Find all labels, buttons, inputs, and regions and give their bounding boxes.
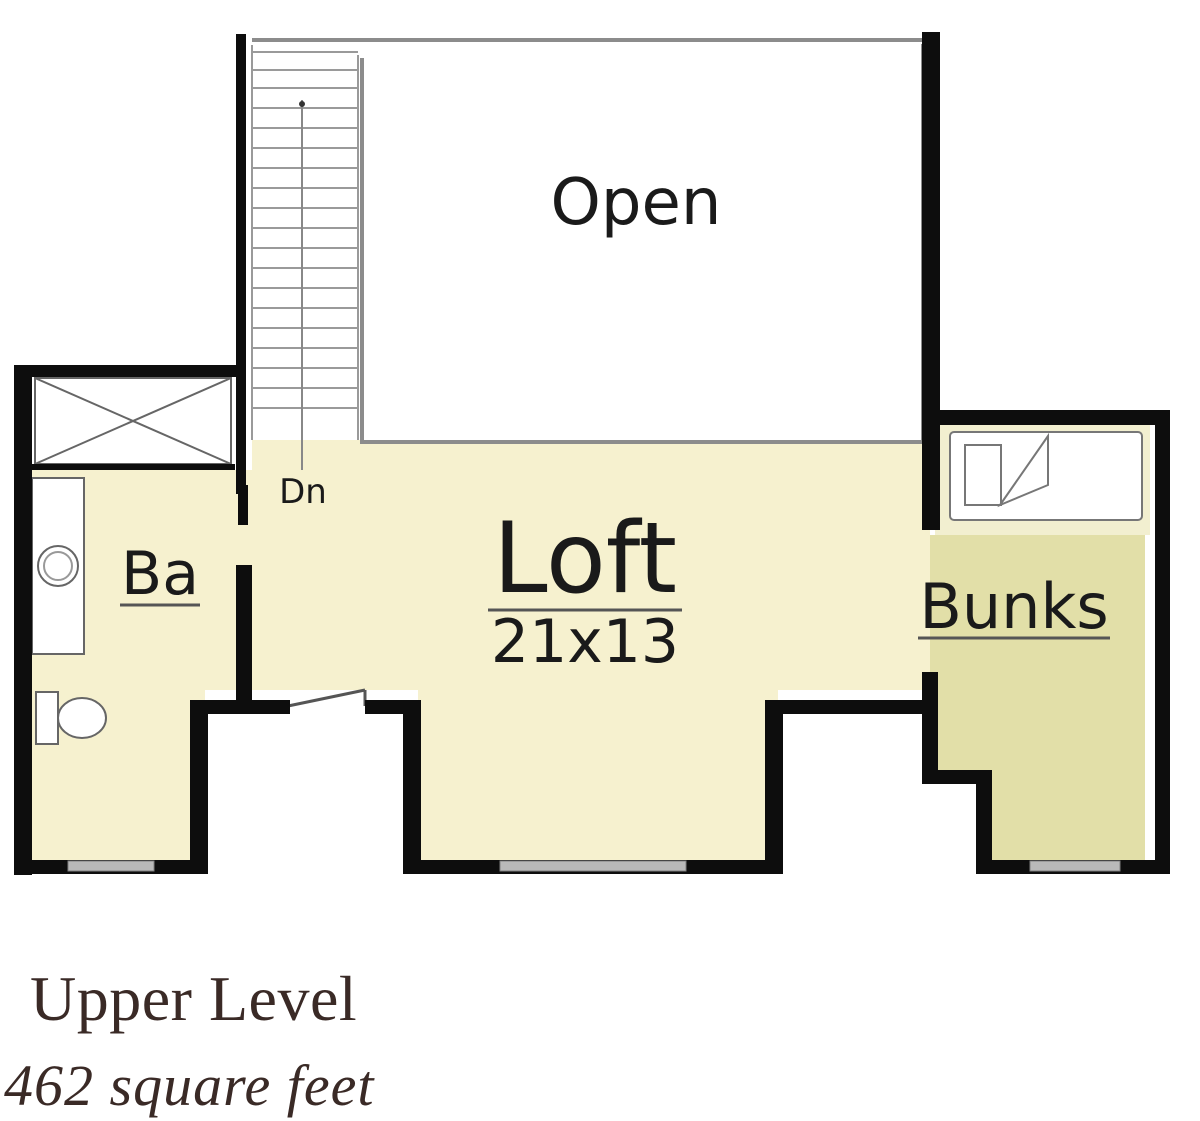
- wall-bunks-lower-left: [922, 672, 938, 782]
- closet-door-swing: [997, 432, 1049, 508]
- stair-down-label: Dn: [279, 472, 327, 512]
- wall-bath-top: [20, 365, 246, 377]
- closet-item: [964, 444, 1002, 506]
- open-area: [362, 42, 922, 442]
- door-leaf: [287, 688, 366, 708]
- loft-floor: [30, 440, 930, 860]
- closet-fixtures: [949, 431, 1143, 521]
- window-loft: [499, 860, 687, 872]
- plan-area: 462 square feet: [4, 1053, 375, 1118]
- wall-bath-right-lower: [236, 565, 252, 705]
- loft-label: Loft: [493, 502, 677, 616]
- wall-shower-bottom: [30, 464, 235, 470]
- toilet-icon: [57, 697, 107, 739]
- wall-bunks-right: [1155, 410, 1170, 870]
- wall-bottom-ledge-right: [765, 700, 937, 714]
- wall-bunks-top: [922, 410, 1170, 425]
- wall-bath-right-upper: [238, 485, 248, 525]
- wall-loft-left-bump: [403, 700, 421, 872]
- sink-inner: [43, 551, 73, 581]
- wall-bunks-step: [922, 770, 992, 784]
- wall-bottom-ledge-mid: [365, 700, 415, 714]
- wall-loft-right-bump: [765, 700, 783, 872]
- stair-arrow-dot: [299, 101, 305, 107]
- wall-bunks-step-vert: [976, 770, 992, 874]
- wall-bottom-ledge-left: [190, 700, 290, 714]
- wall-stair-left: [236, 34, 246, 494]
- wall-bath-bump: [190, 700, 208, 872]
- wall-open-right: [922, 34, 940, 530]
- loft-door: [287, 688, 367, 708]
- window-bunks: [1029, 860, 1121, 872]
- bath-fixtures: [31, 377, 232, 745]
- walls: [14, 32, 1170, 875]
- bunks-label: Bunks: [919, 570, 1108, 643]
- plan-title: Upper Level: [30, 963, 358, 1034]
- loft-dimensions: 21x13: [491, 607, 679, 677]
- windows: [67, 860, 1121, 872]
- toilet-tank: [35, 691, 59, 745]
- wall-bath-left: [14, 365, 32, 875]
- window-bath: [67, 860, 155, 872]
- open-label: Open: [551, 166, 722, 240]
- bath-label: Ba: [121, 539, 199, 609]
- closet-shelf: [949, 431, 1143, 521]
- stairs: [251, 45, 359, 470]
- shower-x2: [34, 377, 232, 465]
